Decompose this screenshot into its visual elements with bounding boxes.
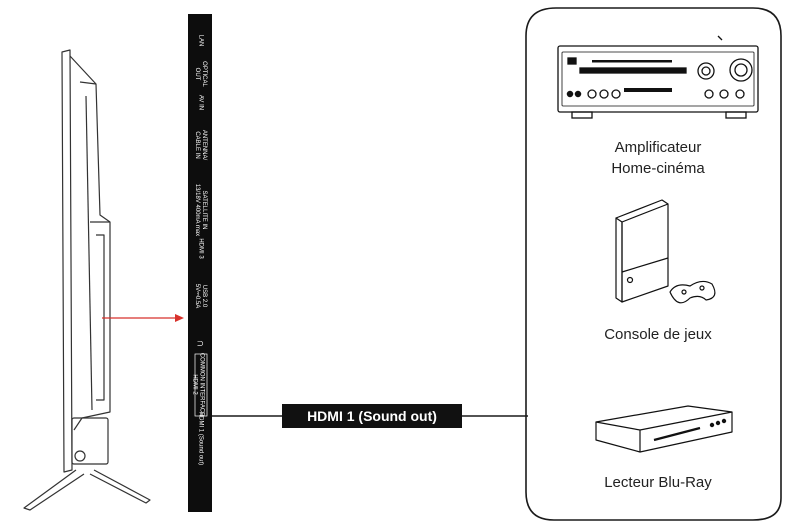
bluray-player-icon	[595, 405, 733, 453]
amplifier-label-line2: Home-cinéma	[611, 160, 705, 177]
ci-slot	[194, 353, 208, 417]
connection-arrow-head	[175, 314, 184, 322]
hdmi-cable-label: HDMI 1 (Sound out)	[282, 404, 462, 428]
console-label: Console de jeux	[604, 326, 712, 343]
amplifier-label-line1: Amplificateur	[614, 139, 702, 156]
amplifier-label: Amplificateur Home-cinéma	[568, 137, 748, 179]
tv-back-panel	[188, 14, 212, 512]
port-label-hdmi1-line: HDMI 1 (Sound out)	[197, 411, 204, 465]
amplifier-icon	[557, 35, 759, 119]
tv-side-view	[23, 49, 151, 511]
devices-box	[525, 7, 782, 521]
game-console-icon	[615, 199, 716, 304]
port-label-hdmi1: HDMI 1 (Sound out)	[197, 393, 204, 483]
bluray-label: Lecteur Blu-Ray	[604, 474, 712, 491]
